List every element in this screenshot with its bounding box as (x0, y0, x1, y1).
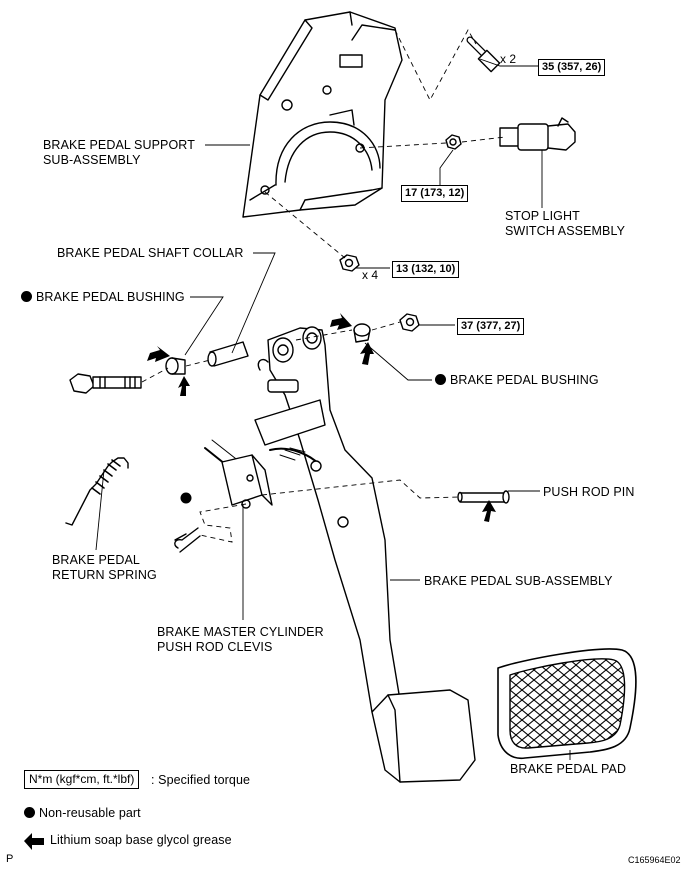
grease-arrow-5 (482, 500, 496, 522)
stop-light-switch (499, 117, 576, 151)
torque-37: 37 (377, 27) (457, 318, 525, 335)
push-rod-pin-part (457, 490, 510, 504)
footer-p: P (6, 853, 14, 865)
brake-pedal-pad-part (497, 648, 637, 760)
dashed-guide-lines (141, 29, 506, 543)
legend-torque-box: N*m (kgf*cm, ft.*lbf) (24, 770, 140, 789)
nonreusable-dot (21, 291, 32, 302)
grease-arrow-2 (178, 376, 190, 396)
figure-code: C165964E02 (628, 855, 681, 865)
shaft-collar-part (207, 341, 249, 367)
label-bushing-right: BRAKE PEDAL BUSHING (435, 373, 599, 388)
push-rod-clevis (204, 439, 273, 509)
pedal-shaft-bolt (69, 373, 142, 394)
legend-grease-arrow (24, 833, 44, 850)
switch-nut (445, 134, 462, 150)
legend-torque-text: : Specified torque (151, 773, 251, 787)
label-push-rod-pin: PUSH ROD PIN (543, 485, 635, 499)
brake-pedal-foot (371, 689, 476, 783)
brake-pedal-arm (254, 326, 401, 719)
torque-35: 35 (357, 26) (538, 59, 606, 76)
return-spring-part (65, 457, 129, 526)
grease-arrow-1 (147, 346, 170, 362)
label-support: BRAKE PEDAL SUPPORT SUB-ASSEMBLY (43, 138, 195, 167)
torque-17: 17 (173, 12) (401, 185, 469, 202)
label-pedal-sub: BRAKE PEDAL SUB-ASSEMBLY (424, 574, 613, 588)
grease-arrow-3 (330, 313, 352, 330)
legend-grease: Lithium soap base glycol grease (50, 833, 232, 847)
nonreusable-dot (435, 374, 446, 385)
qty-x2: x 2 (500, 52, 517, 66)
legend-nonreusable: Non-reusable part (24, 806, 141, 821)
support-bracket (242, 11, 403, 218)
grease-arrows (24, 313, 496, 850)
grease-arrow-4 (360, 342, 374, 365)
nonreusable-dot (24, 807, 35, 818)
label-shaft-collar: BRAKE PEDAL SHAFT COLLAR (57, 246, 244, 260)
leader-lines (95, 58, 571, 760)
support-nut (339, 254, 360, 272)
bushing-right-part (353, 323, 371, 343)
label-stop-switch: STOP LIGHT SWITCH ASSEMBLY (505, 209, 626, 238)
label-pedal-pad: BRAKE PEDAL PAD (510, 762, 627, 776)
label-bushing-left: BRAKE PEDAL BUSHING (21, 290, 185, 305)
clevis-clip (174, 527, 201, 553)
torque-13: 13 (132, 10) (392, 261, 460, 278)
label-return-spring: BRAKE PEDAL RETURN SPRING (52, 553, 157, 582)
clip-nonreusable-dot (180, 492, 192, 504)
bushing-left-part (165, 357, 186, 375)
support-bolt (466, 36, 501, 73)
qty-x4: x 4 (362, 268, 379, 282)
label-clevis: BRAKE MASTER CYLINDER PUSH ROD CLEVIS (157, 625, 324, 654)
pedal-nut (399, 313, 420, 332)
